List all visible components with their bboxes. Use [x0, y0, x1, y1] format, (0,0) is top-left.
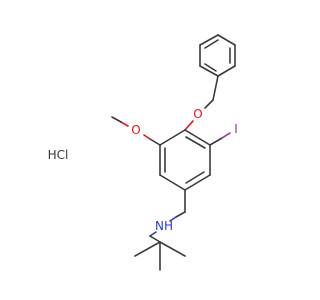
bond-tbu-right	[159, 241, 186, 257]
bond-o-ch3	[111, 116, 122, 123]
central-ring	[159, 129, 211, 191]
bond-o-ch3-half	[120, 121, 129, 127]
bond	[217, 34, 236, 46]
iodine-label: I	[234, 122, 238, 136]
molecule-structure: O I O NH HCl	[48, 34, 238, 271]
bond-n-c-half	[149, 231, 157, 237]
bond-c-i	[209, 137, 223, 146]
bond-tbu-left	[134, 241, 161, 257]
bond-c-o	[149, 138, 161, 146]
benzyl-ring	[199, 34, 236, 77]
bond	[184, 174, 211, 191]
bond-o-ring	[184, 120, 194, 131]
bond-c-i-half	[221, 132, 231, 139]
salt-label: HCl	[48, 148, 69, 162]
oxygen-ether-label: O	[193, 107, 202, 121]
bond-ch2	[212, 75, 219, 101]
oxygen-methoxy-label: O	[131, 123, 140, 137]
bond-ch2-n-half	[169, 216, 177, 222]
bond	[159, 174, 186, 191]
bond-n-c	[149, 235, 161, 243]
bond	[184, 129, 211, 146]
bond	[217, 65, 236, 77]
bond	[199, 34, 219, 46]
double-bond	[185, 171, 205, 184]
bond	[199, 65, 219, 77]
bond	[159, 129, 186, 146]
amine-label: NH	[155, 219, 173, 233]
bond-ch2-n	[175, 211, 186, 218]
double-bond	[204, 63, 217, 72]
bond-ch2-o	[204, 99, 214, 109]
bond-c-o-half	[143, 134, 151, 140]
double-bond	[185, 136, 206, 149]
double-bond	[204, 39, 219, 49]
